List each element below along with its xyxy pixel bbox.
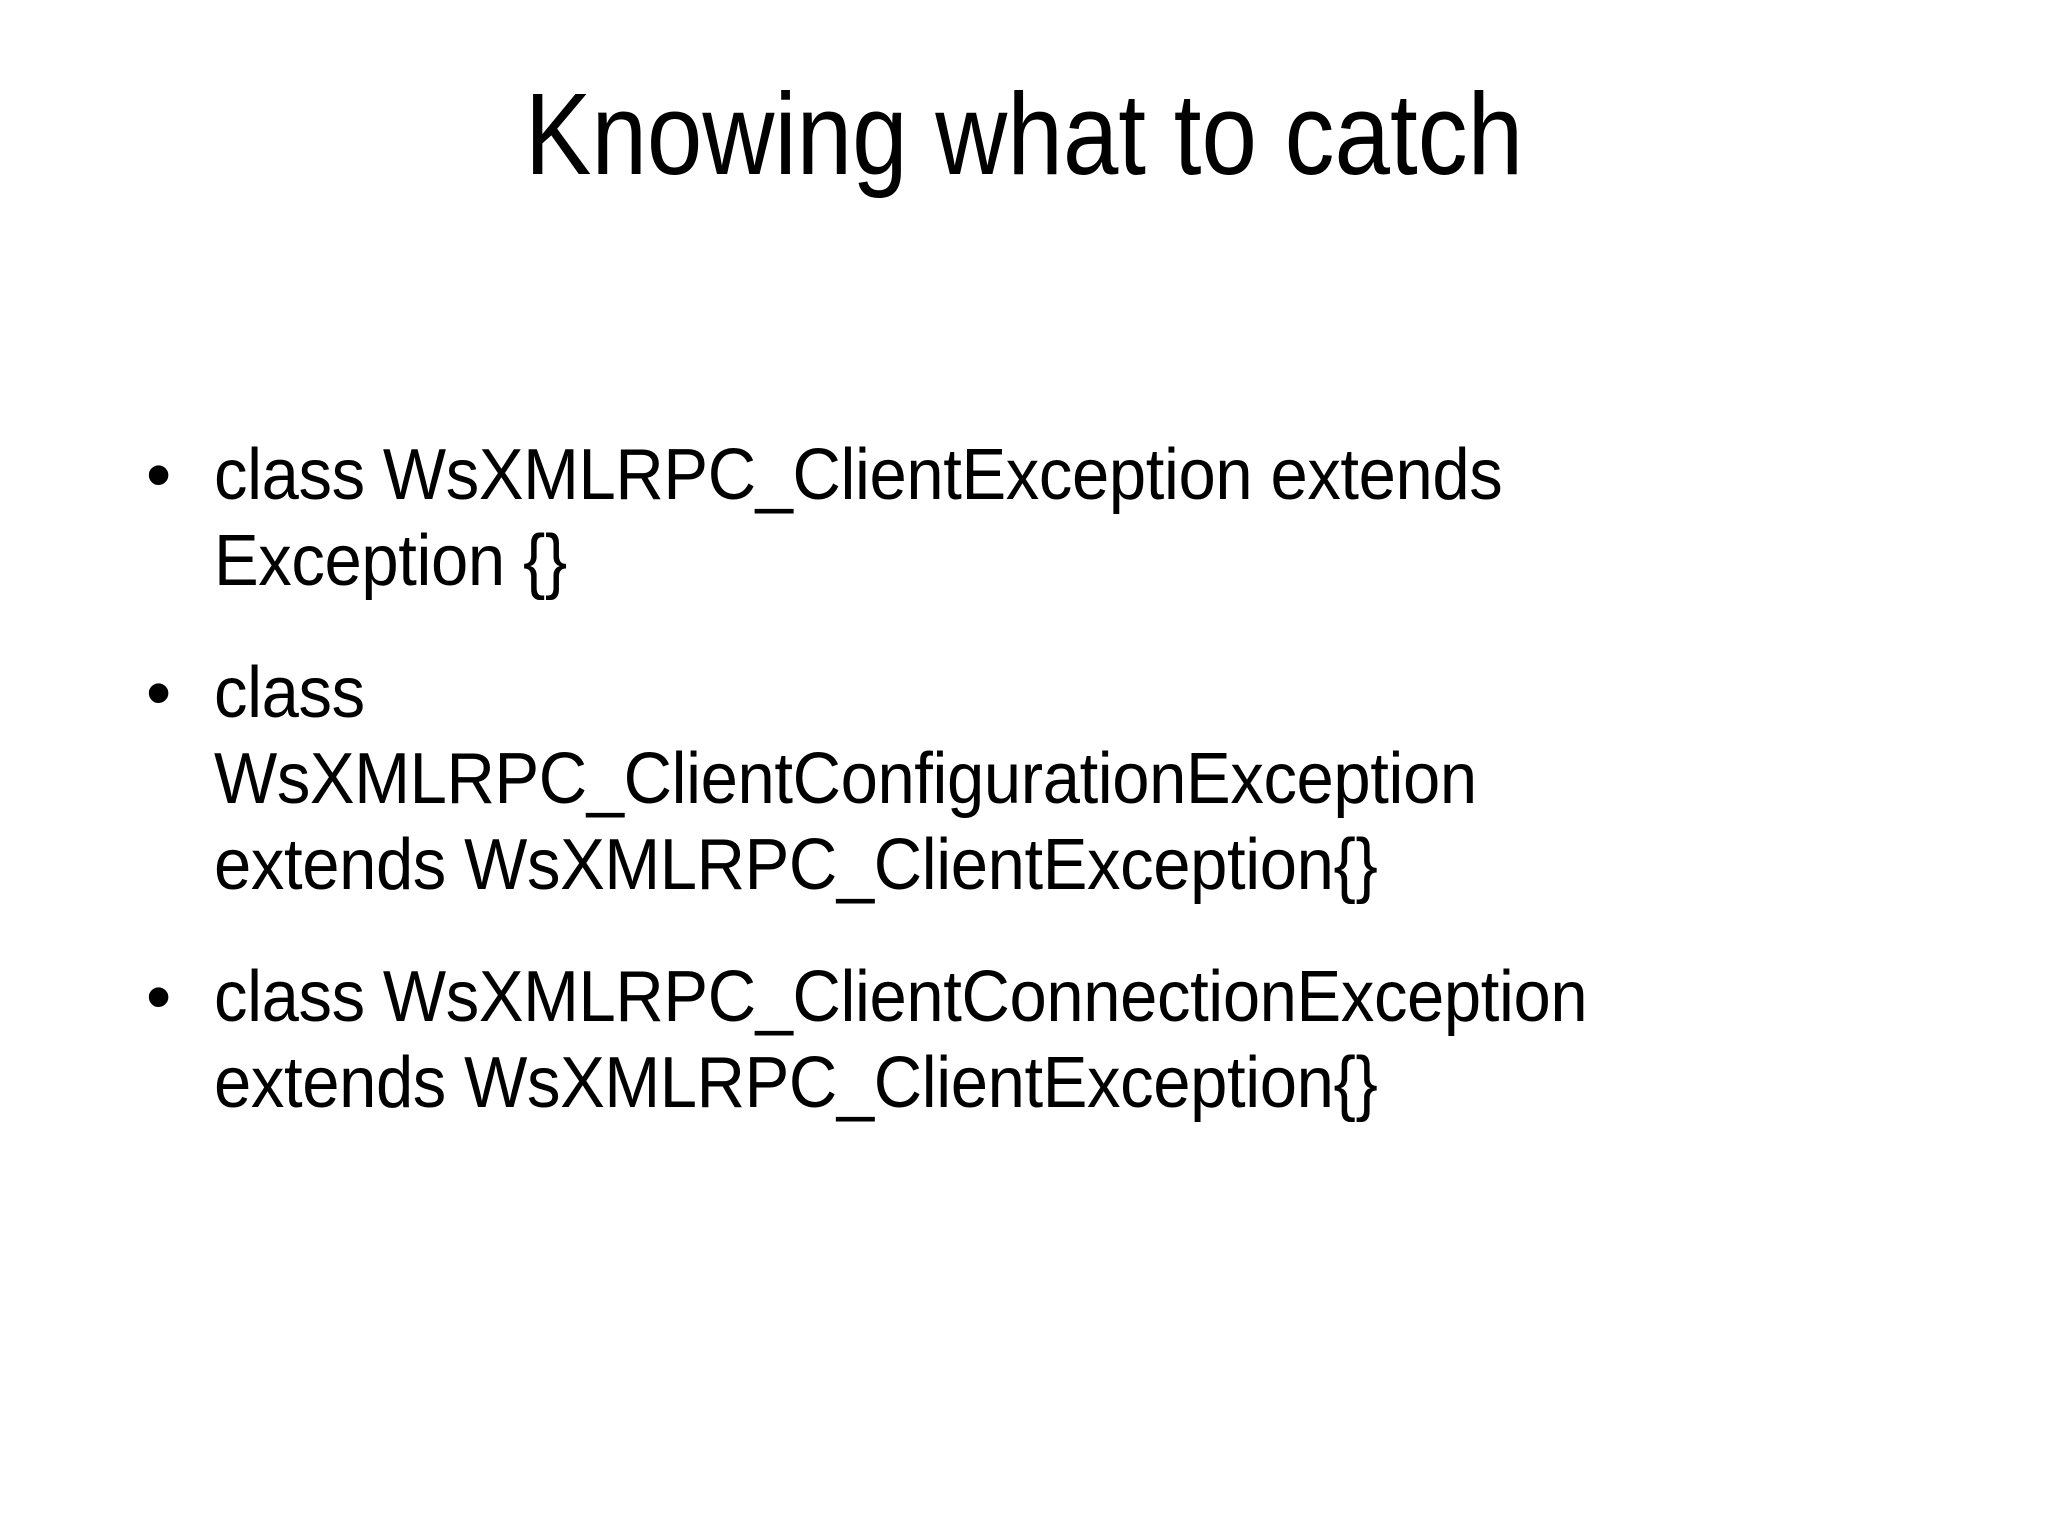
list-item-text: class WsXMLRPC_ClientConnectionException… [214, 954, 1830, 1126]
slide-title: Knowing what to catch [524, 69, 1524, 199]
text-line: class [214, 653, 365, 733]
bullet-point-icon: • [146, 435, 172, 515]
list-item: • class WsXMLRPC_ClientException extends… [132, 432, 1952, 604]
list-item: • class WsXMLRPC_ClientConfigurationExce… [132, 650, 1952, 908]
slide-body-bullet-list: • class WsXMLRPC_ClientException extends… [132, 432, 1952, 1126]
list-item: • class WsXMLRPC_ClientConnectionExcepti… [132, 954, 1952, 1126]
text-line: Exception {} [214, 521, 567, 601]
text-line: class WsXMLRPC_ClientConnectionException [214, 957, 1588, 1037]
list-item-text: class WsXMLRPC_ClientException extends E… [214, 432, 1830, 604]
list-item-text: class WsXMLRPC_ClientConfigurationExcept… [214, 650, 1830, 908]
bullet-point-icon: • [146, 653, 172, 733]
text-line: extends WsXMLRPC_ClientException{} [214, 825, 1378, 905]
text-line: class WsXMLRPC_ClientException extends [214, 435, 1503, 515]
bullet-point-icon: • [146, 957, 172, 1037]
text-line: extends WsXMLRPC_ClientException{} [214, 1043, 1378, 1123]
text-line: WsXMLRPC_ClientConfigurationException [214, 739, 1477, 819]
